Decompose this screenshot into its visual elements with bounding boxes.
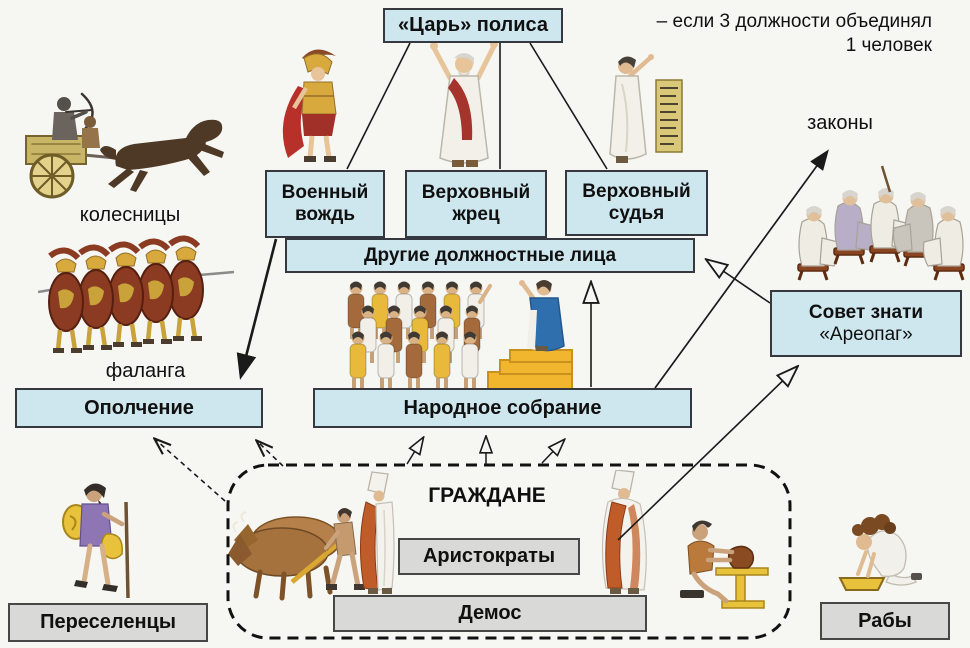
assembly-box: Народное собрание xyxy=(313,388,692,428)
council-of-nobles-box: Совет знати «Ареопаг» xyxy=(770,290,962,357)
demos-box: Демос xyxy=(333,595,647,632)
council-of-nobles-label: Совет знати xyxy=(808,301,924,323)
militia-label: Ополчение xyxy=(84,396,194,419)
note-line-1: – если 3 должности объединял xyxy=(656,11,932,32)
demos-label: Демос xyxy=(458,602,522,624)
citizens-title: ГРАЖДАНЕ xyxy=(428,484,546,507)
laws-label: законы xyxy=(807,112,873,134)
settler-illustration xyxy=(62,483,130,599)
king-of-polis-box: «Царь» полиса xyxy=(383,8,563,43)
speaker-podium-illustration xyxy=(487,280,573,390)
high-judge-box: Верховный судья xyxy=(565,170,708,236)
war-chief-box: Военный вождь xyxy=(265,170,385,238)
high-judge-label: Верховный судья xyxy=(582,181,691,224)
slaves-label: Рабы xyxy=(858,609,912,632)
craftsman-illustration xyxy=(680,520,769,609)
assembly-crowd-illustration xyxy=(346,279,492,391)
areopagus-label: «Ареопаг» xyxy=(819,323,913,345)
settlers-box: Переселенцы xyxy=(8,603,208,642)
assembly-label: Народное собрание xyxy=(403,396,602,419)
aristocrats-label: Аристократы xyxy=(422,545,556,567)
high-priest-label: Верховный жрец xyxy=(421,182,531,225)
note-three-offices: – если 3 должности объединял 1 человек xyxy=(600,10,932,59)
high-priest-box: Верховный жрец xyxy=(405,170,547,238)
phalanx-illustration xyxy=(38,235,235,353)
other-officials-box: Другие должностные лица xyxy=(285,238,695,273)
slave-illustration xyxy=(838,514,922,591)
council-elders-illustration xyxy=(796,165,966,282)
militia-box: Ополчение xyxy=(15,388,263,428)
warrior-illustration xyxy=(282,49,337,162)
plowman-oxen-illustration xyxy=(228,508,365,601)
judge-illustration xyxy=(609,54,683,163)
note-line-2: 1 человек xyxy=(845,35,932,57)
other-officials-label: Другие должностные лица xyxy=(363,244,617,266)
settlers-label: Переселенцы xyxy=(40,611,176,633)
phalanx-label: фаланга xyxy=(105,360,186,382)
slaves-box: Рабы xyxy=(820,602,950,640)
aristocrats-box: Аристократы xyxy=(398,538,580,575)
priest-illustration xyxy=(430,40,498,167)
war-chief-label: Военный вождь xyxy=(281,182,369,225)
chariot-illustration xyxy=(25,92,224,199)
king-of-polis-label: «Царь» полиса xyxy=(397,14,549,36)
chariots-label: колесницы xyxy=(79,204,181,226)
